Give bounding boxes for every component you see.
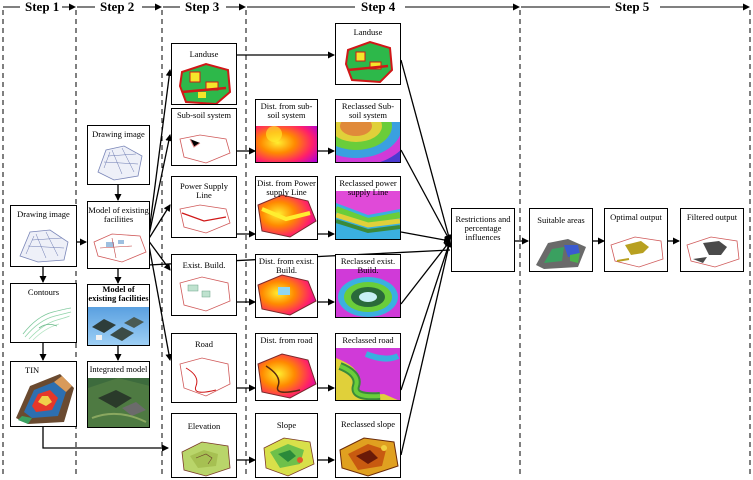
reclassed-road-raster — [336, 348, 400, 400]
slope-box: Slope — [255, 413, 318, 478]
road-label: Road — [195, 339, 213, 349]
exist-build-box: Exist. Build. — [171, 254, 237, 316]
step-5-label: Step 5 — [612, 0, 653, 14]
reclassed-subsoil-box: Reclassed Sub-soil system — [335, 99, 401, 163]
landuse-box-step4: Landuse — [335, 23, 401, 85]
exist-build-thumbnail — [179, 276, 231, 312]
model-existing-3d-label: Model of existing facilities — [88, 284, 149, 303]
optimal-output-thumbnail — [610, 236, 664, 268]
contours-box: Contours — [10, 283, 77, 343]
drawing-image-box-step2: Drawing image — [87, 125, 150, 185]
dist-power-label: Dist. from Power supply Line — [257, 178, 316, 197]
dist-road-raster — [256, 350, 317, 400]
slope-raster — [263, 437, 315, 477]
reclassed-slope-raster — [339, 437, 399, 477]
restrictions-box: Restrictions and percentage influences — [451, 208, 515, 272]
elevation-thumbnail — [181, 441, 231, 477]
model-existing-label: Model of existing facilities — [88, 205, 149, 224]
contours-thumbnail — [22, 307, 72, 341]
step-4-label: Step 4 — [358, 0, 399, 14]
dist-road-box: Dist. from road — [255, 333, 318, 401]
reclassed-subsoil-raster — [336, 122, 400, 162]
reclassed-subsoil-label: Reclassed Sub-soil system — [341, 101, 395, 120]
reclassed-road-box: Reclassed road — [335, 333, 401, 401]
landuse-label-step3: Landuse — [189, 49, 219, 59]
dist-road-label: Dist. from road — [260, 335, 313, 345]
landuse-box-step3: Landuse — [171, 43, 237, 105]
tin-label: TIN — [25, 365, 40, 375]
model-existing-facilities-3d-box: Model of existing facilities — [87, 284, 150, 346]
landuse-map-thumbnail — [178, 62, 232, 104]
drawing-thumbnail-step2 — [97, 145, 143, 181]
exist-build-label: Exist. Build. — [182, 260, 226, 270]
integrated-model-thumbnail — [88, 378, 149, 427]
reclassed-slope-box: Reclassed slope — [335, 413, 401, 478]
optimal-output-box: Optimal output — [604, 208, 668, 272]
drawing-image-box-step1: Drawing image — [10, 205, 77, 267]
suitable-areas-label: Suitable areas — [537, 215, 585, 225]
dist-power-raster — [256, 191, 317, 239]
reclassed-exist-build-label: Reclassed exist. Build. — [340, 256, 396, 275]
integrated-model-label: Integrated model — [89, 364, 148, 374]
step-2-label: Step 2 — [97, 0, 138, 14]
dist-exist-build-label: Dist. from exist. Build. — [258, 256, 315, 275]
drawing-image-label: Drawing image — [17, 209, 70, 219]
dist-exist-build-raster — [256, 271, 317, 317]
elevation-label: Elevation — [187, 421, 221, 431]
landuse-label-step4: Landuse — [353, 27, 383, 37]
dist-subsoil-label: Dist. from sub-soil system — [260, 101, 313, 120]
suitable-areas-box: Suitable areas — [529, 208, 593, 272]
slope-label: Slope — [276, 420, 297, 430]
reclassed-exist-build-raster — [336, 269, 400, 317]
model-existing-facilities-box: Model of existing facilities — [87, 201, 150, 269]
dist-exist-build-box: Dist. from exist. Build. — [255, 254, 318, 318]
elevation-box: Elevation — [171, 413, 237, 478]
integrated-model-box: Integrated model — [87, 361, 150, 428]
contours-label: Contours — [27, 287, 60, 297]
optimal-output-label: Optimal output — [610, 212, 662, 222]
road-box: Road — [171, 333, 237, 403]
reclassed-power-box: Reclassed power supply Line — [335, 176, 401, 240]
restrictions-label: Restrictions and percentage influences — [455, 214, 511, 242]
power-supply-thumbnail — [179, 204, 231, 234]
dist-power-box: Dist. from Power supply Line — [255, 176, 318, 240]
reclassed-road-label: Reclassed road — [342, 335, 394, 345]
dist-subsoil-raster — [256, 126, 317, 162]
tin-thumbnail — [16, 374, 74, 424]
filtered-output-thumbnail — [686, 236, 740, 268]
reclassed-power-raster — [336, 191, 400, 239]
filtered-output-box: Filtered output — [680, 208, 744, 272]
subsoil-box: Sub-soil system — [171, 108, 237, 166]
subsoil-thumbnail — [179, 134, 231, 164]
facilities-3d-thumbnail — [88, 307, 149, 345]
step-1-label: Step 1 — [22, 0, 63, 14]
power-supply-box: Power Supply Line — [171, 176, 237, 238]
tin-box: TIN — [10, 361, 77, 427]
reclassed-power-label: Reclassed power supply Line — [339, 178, 397, 197]
facilities-plan-thumbnail — [93, 233, 147, 263]
filtered-output-label: Filtered output — [686, 212, 738, 222]
suitable-areas-thumbnail — [536, 239, 586, 269]
reclassed-slope-label: Reclassed slope — [340, 419, 396, 429]
step-3-label: Step 3 — [182, 0, 223, 14]
drawing-thumbnail — [19, 229, 69, 263]
drawing-image-label-step2: Drawing image — [92, 129, 145, 139]
road-thumbnail — [179, 357, 231, 397]
dist-subsoil-box: Dist. from sub-soil system — [255, 99, 318, 163]
power-supply-label: Power Supply Line — [180, 181, 228, 200]
reclassed-exist-build-box: Reclassed exist. Build. — [335, 254, 401, 318]
subsoil-label: Sub-soil system — [176, 110, 232, 120]
landuse-reclass-thumbnail — [344, 40, 394, 84]
